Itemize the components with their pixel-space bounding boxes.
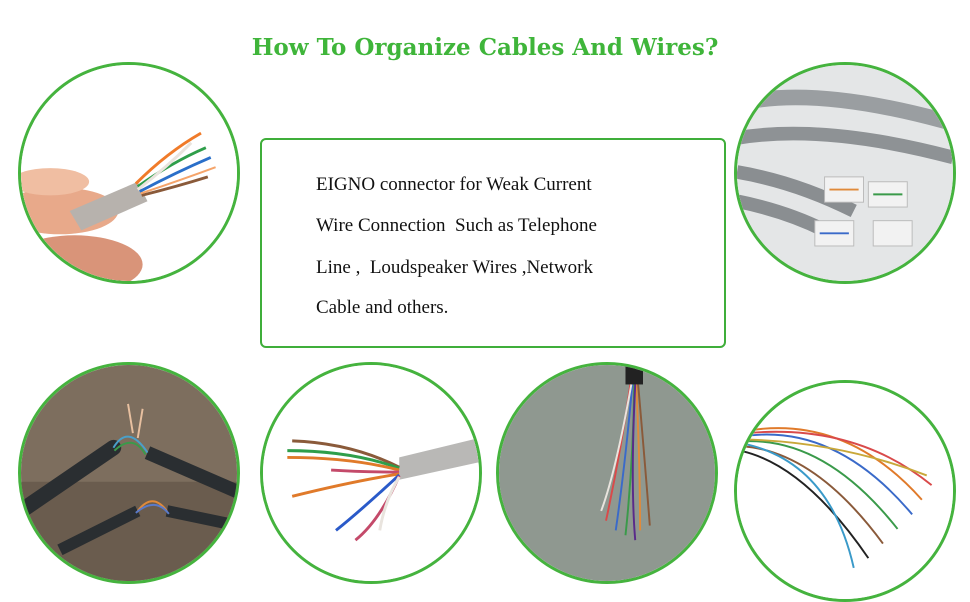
fanned-wires-photo [734,380,956,602]
stripped-cable-wires-photo [260,362,482,584]
bundle-colored-wires-photo [496,362,718,584]
description-line: Line , Loudspeaker Wires ,Network [316,257,593,278]
network-cable-rj45-photo [734,62,956,284]
description-line: Wire Connection Such as Telephone [316,215,597,236]
description-line: Cable and others. [316,297,449,318]
description-box: EIGNO connector for Weak Current Wire Co… [260,138,726,348]
page-title: How To Organize Cables And Wires? [251,34,719,61]
frayed-wire-outdoor-photo [18,362,240,584]
hand-holding-cable-photo [18,62,240,284]
description-line: EIGNO connector for Weak Current [316,174,592,195]
